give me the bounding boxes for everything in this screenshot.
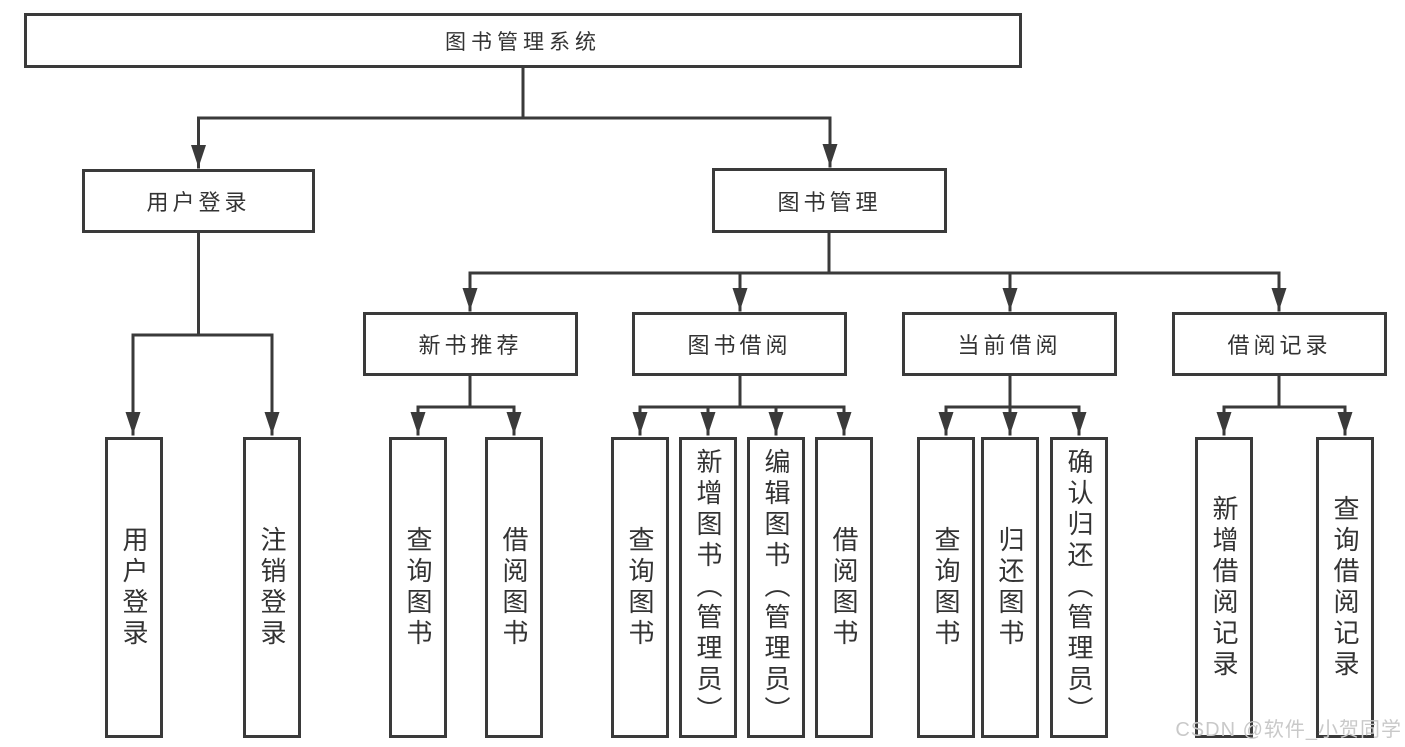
node-label: 当前借阅 — [957, 333, 1062, 358]
node-label: 图书借阅 — [687, 333, 792, 358]
node-leaf-user-login: 用户登录 — [105, 437, 163, 738]
watermark: CSDN @软件_小贺同学 — [1175, 719, 1402, 741]
node-leaf-query-books-borrowing: 查询图书 — [611, 437, 669, 738]
connectors-root — [191, 66, 838, 169]
node-library-management-system: 图书管理系统 — [24, 13, 1022, 68]
connectors-user-login — [125, 231, 280, 436]
node-label: 确认归还（管理员） — [1064, 448, 1094, 727]
node-leaf-add-borrow-record: 新增借阅记录 — [1195, 437, 1253, 738]
node-label: 编辑图书（管理员） — [761, 448, 791, 727]
node-leaf-confirm-return-admin: 确认归还（管理员） — [1050, 437, 1108, 738]
node-leaf-logout: 注销登录 — [243, 437, 301, 738]
node-label: 归还图书 — [995, 525, 1025, 650]
node-label: 借阅图书 — [499, 525, 529, 650]
connectors-book-borrowing — [632, 374, 852, 436]
node-label: 图书管理 — [777, 189, 882, 215]
node-label: 注销登录 — [257, 525, 287, 650]
connectors-current-borrowing — [938, 374, 1087, 436]
node-leaf-return-books: 归还图书 — [981, 437, 1039, 738]
node-leaf-edit-books-admin: 编辑图书（管理员） — [747, 437, 805, 738]
node-leaf-query-borrow-record: 查询借阅记录 — [1316, 437, 1374, 738]
node-leaf-borrow-books: 借阅图书 — [815, 437, 873, 738]
connectors-book-management — [462, 231, 1287, 312]
node-leaf-query-books-current: 查询图书 — [917, 437, 975, 738]
connectors-new-book-recommend — [410, 374, 522, 436]
node-leaf-query-books-recommend: 查询图书 — [389, 437, 447, 738]
node-current-borrowing: 当前借阅 — [902, 312, 1117, 376]
node-book-management: 图书管理 — [712, 168, 947, 233]
node-label: 查询借阅记录 — [1330, 494, 1360, 681]
node-label: 借阅图书 — [829, 525, 859, 650]
connectors-borrowing-records — [1216, 374, 1353, 436]
node-label: 新增图书（管理员） — [693, 448, 723, 727]
node-label: 查询图书 — [931, 525, 961, 650]
node-label: 查询图书 — [625, 525, 655, 650]
node-book-borrowing: 图书借阅 — [632, 312, 847, 376]
node-new-book-recommend: 新书推荐 — [363, 312, 578, 376]
node-label: 新书推荐 — [418, 333, 523, 358]
node-leaf-add-books-admin: 新增图书（管理员） — [679, 437, 737, 738]
node-label: 查询图书 — [403, 525, 433, 650]
node-label: 新增借阅记录 — [1209, 494, 1239, 681]
node-label: 用户登录 — [119, 525, 149, 650]
node-borrowing-records: 借阅记录 — [1172, 312, 1387, 376]
node-leaf-borrow-books-recommend: 借阅图书 — [485, 437, 543, 738]
node-label: 用户登录 — [146, 190, 251, 215]
node-label: 图书管理系统 — [445, 30, 601, 54]
node-user-login: 用户登录 — [82, 169, 315, 233]
node-label: 借阅记录 — [1227, 333, 1332, 358]
